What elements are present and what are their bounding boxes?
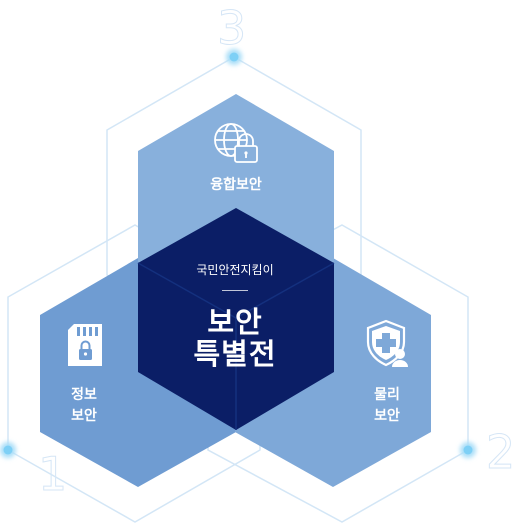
segment-label-left: 정보 보안 bbox=[44, 385, 124, 427]
shield-person-icon bbox=[366, 319, 408, 367]
dot-left bbox=[3, 445, 13, 455]
center-divider bbox=[222, 290, 248, 291]
segment-label-right-line2: 보안 bbox=[374, 408, 400, 424]
globe-lock-icon bbox=[214, 123, 258, 163]
segment-number-top: 3 bbox=[216, 1, 247, 55]
segment-label-left-line1: 정보 bbox=[71, 387, 97, 403]
sd-card-lock-icon bbox=[68, 324, 102, 366]
center-title: 보안 특별전 bbox=[145, 306, 325, 370]
dot-top bbox=[229, 52, 239, 62]
glow-dots bbox=[0, 49, 476, 458]
center-inner-edges bbox=[137, 262, 335, 430]
segment-number-left: 1 bbox=[37, 447, 68, 501]
segment-label-top: 융합보안 bbox=[210, 177, 262, 193]
segment-label-right: 물리 보안 bbox=[347, 385, 427, 427]
segment-number-right: 2 bbox=[485, 425, 516, 479]
center-title-line2: 특별전 bbox=[193, 337, 277, 371]
segment-label-left-line2: 보안 bbox=[71, 408, 97, 424]
dot-right bbox=[463, 445, 473, 455]
center-subtitle: 국민안전지킴이 bbox=[196, 263, 274, 277]
segment-label-right-line1: 물리 bbox=[374, 387, 400, 403]
center-title-line1: 보안 bbox=[207, 305, 263, 339]
